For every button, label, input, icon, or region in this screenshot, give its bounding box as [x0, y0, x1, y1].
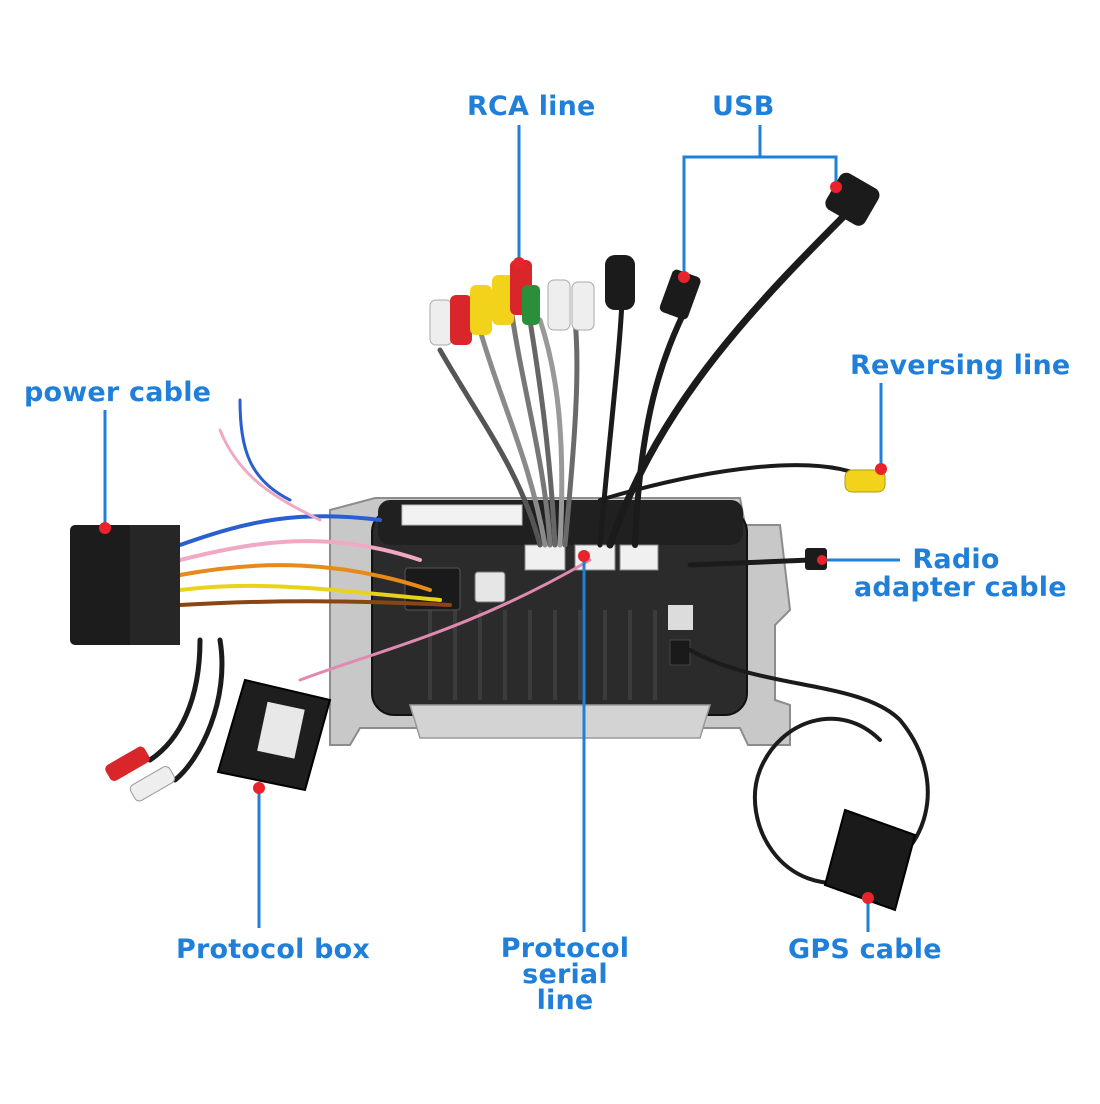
label-radio-adapter-cable: Radio adapter cable	[854, 544, 1067, 603]
reversing-connector	[844, 469, 886, 493]
marker-usb-1	[678, 271, 690, 283]
rca-plugs-bottom	[105, 746, 176, 802]
marker-protocol-box	[253, 782, 265, 794]
marker-dots	[99, 181, 887, 904]
label-protocol-serial-line: Protocol serial line	[465, 933, 665, 1016]
usb-connectors	[659, 172, 880, 320]
label-usb: USB	[712, 91, 775, 122]
rca-connectors	[429, 255, 635, 346]
marker-gps-cable	[862, 892, 874, 904]
protocol-box	[216, 678, 332, 792]
leader-usb-branch	[760, 155, 838, 186]
label-radio-adapter-cable-line1: Radio	[912, 544, 1000, 575]
label-gps-cable: GPS cable	[788, 934, 942, 965]
label-protocol-serial-line-line2: line	[536, 985, 594, 1016]
leader-usb	[682, 125, 762, 276]
marker-rca-line	[513, 257, 525, 269]
marker-reversing-line	[875, 463, 887, 475]
leader-lines	[103, 125, 900, 932]
label-reversing-line: Reversing line	[850, 350, 1071, 381]
marker-power-cable	[99, 522, 111, 534]
gps-antenna	[823, 808, 917, 912]
label-power-cable: power cable	[24, 377, 212, 408]
power-harness-plug	[70, 525, 180, 645]
label-protocol-box: Protocol box	[176, 934, 371, 965]
marker-radio-adapter-cable	[817, 555, 827, 565]
label-radio-adapter-cable-line2: adapter cable	[854, 572, 1067, 603]
label-rca-line: RCA line	[467, 91, 596, 122]
cables	[147, 196, 930, 886]
marker-usb-2	[830, 181, 842, 193]
label-protocol-serial-line-line1: Protocol serial	[500, 933, 630, 990]
head-unit	[329, 497, 792, 746]
marker-protocol-serial-line	[578, 550, 590, 562]
